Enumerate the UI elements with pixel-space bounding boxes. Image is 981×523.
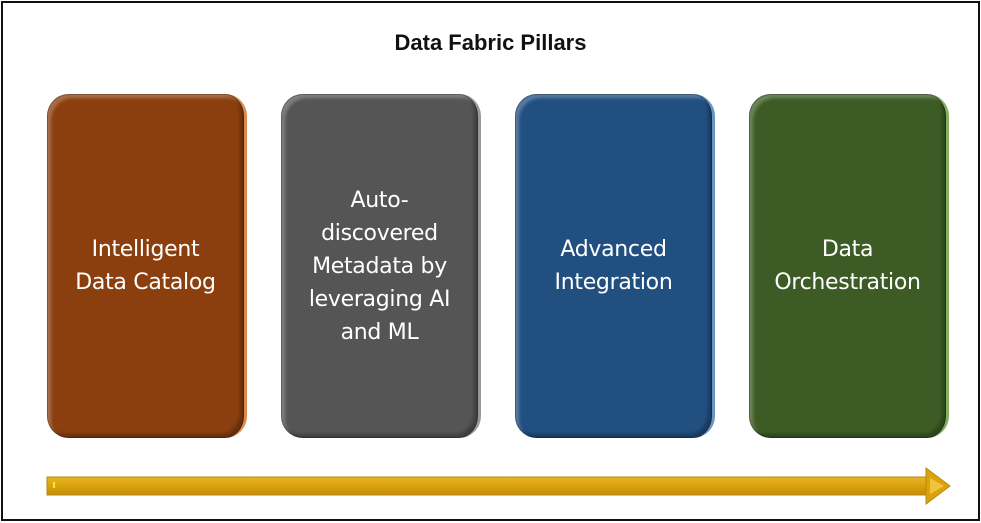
pillar-label: Advanced Integration [545, 233, 683, 299]
pillar-label-line: leveraging AI [308, 286, 451, 312]
pillar-label-line: Auto- [350, 187, 409, 213]
pillar-label-line: Metadata by [312, 253, 447, 279]
pillar-label-line: Intelligent [91, 237, 200, 262]
progress-arrow-icon [46, 467, 951, 505]
pillar-label: Data Orchestration [764, 233, 930, 299]
pillar-label: Intelligent Data Catalog [65, 233, 225, 299]
pillar-label-line: discovered [321, 220, 438, 246]
pillar-data-orchestration: Data Orchestration [749, 94, 949, 438]
diagram-title: Data Fabric Pillars [394, 30, 587, 55]
pillar-label-line: Advanced [560, 237, 667, 262]
pillar-label-line: and ML [340, 319, 419, 345]
pillar-label-line: Orchestration [774, 270, 921, 295]
pillar-intelligent-data-catalog: Intelligent Data Catalog [47, 94, 247, 438]
arrow-tail-glint [53, 482, 55, 488]
arrow-head-highlight [930, 478, 944, 494]
pillar-label-line: Data Catalog [75, 270, 216, 295]
pillar-advanced-integration: Advanced Integration [515, 94, 715, 438]
arrow-shaft [46, 476, 928, 496]
pillar-label: Auto- discovered Metadata by leveraging … [299, 184, 460, 349]
pillar-auto-discovered-metadata: Auto- discovered Metadata by leveraging … [281, 94, 481, 438]
pillar-label-line: Data [821, 237, 874, 262]
pillar-label-line: Integration [554, 270, 673, 295]
